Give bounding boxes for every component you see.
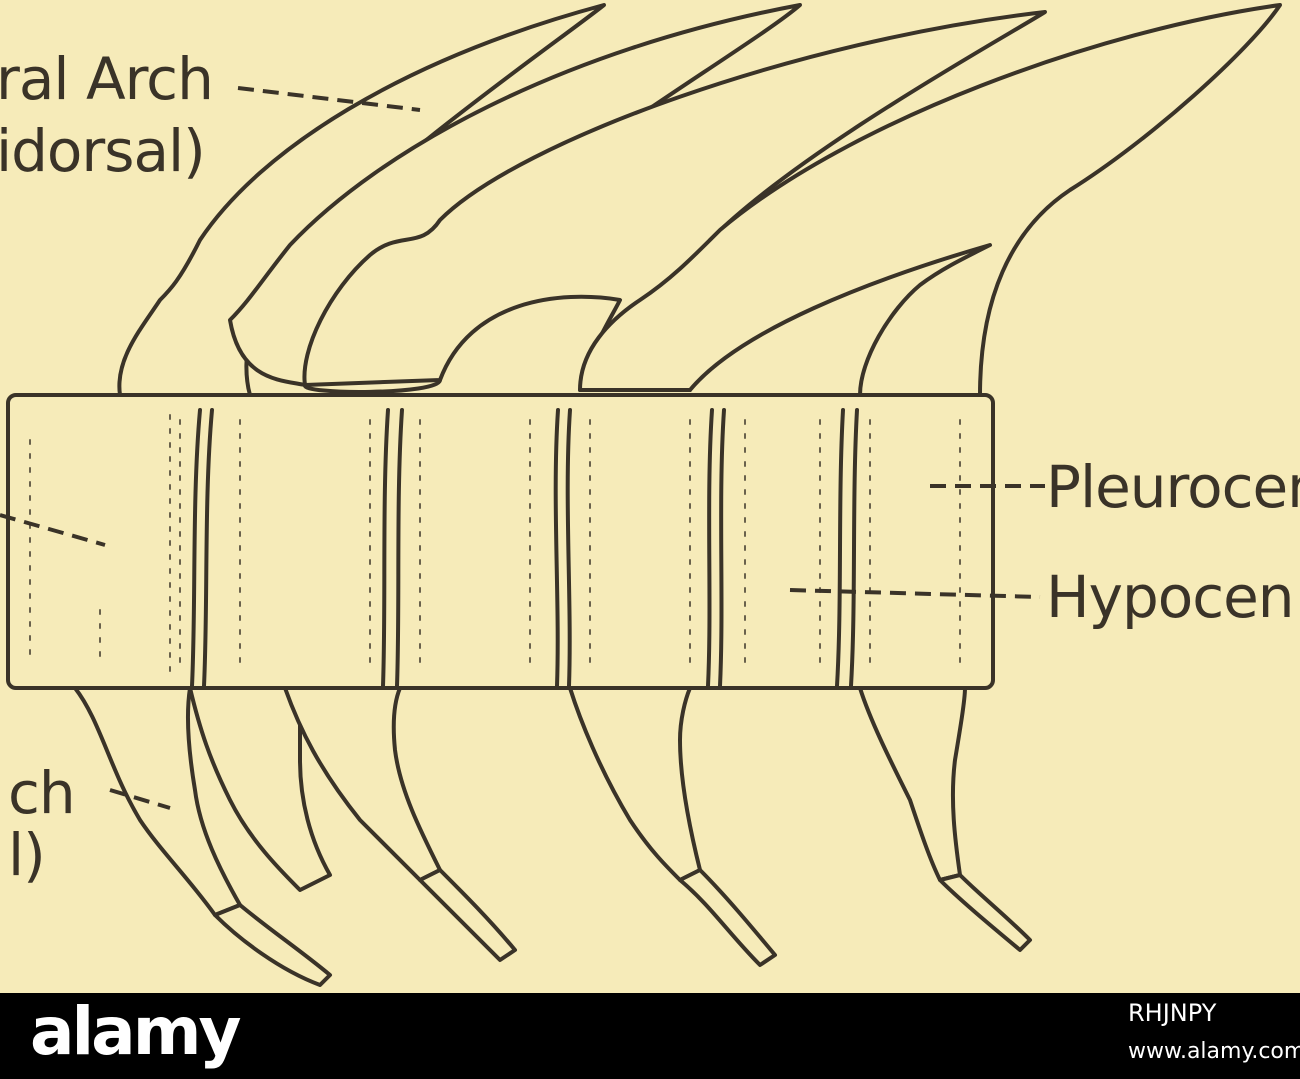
label-neural-arch-sub: idorsal) — [0, 117, 206, 185]
label-haemal-arch: ch — [8, 759, 76, 827]
label-haemal-arch-sub: l) — [8, 821, 46, 889]
alamy-logo: alamy — [30, 993, 241, 1070]
leader-hypocentrum — [789, 588, 1041, 599]
label-hypocentrum: Hypocen — [1046, 563, 1295, 631]
label-pleurocentrum: Pleurocen — [1046, 453, 1300, 521]
stock-footer: alamy RHJNPY www.alamy.com — [0, 993, 1300, 1079]
leader-haemal-arch — [109, 788, 171, 810]
vertebral-column-illustration — [0, 3, 1282, 987]
haemal-arch-4-tip — [678, 868, 777, 967]
neural-arch-3 — [302, 10, 1047, 392]
haemal-arch-3-tip — [418, 868, 517, 962]
neural-arch-4 — [578, 3, 1282, 397]
website-url: www.alamy.com — [1128, 1039, 1300, 1064]
haemal-arch-2 — [188, 686, 332, 892]
segment-dividers — [190, 408, 859, 688]
haemal-arch-4 — [568, 686, 702, 882]
leader-left-centrum — [0, 513, 106, 547]
centrum-row — [6, 393, 995, 690]
leader-neural-arch — [237, 86, 421, 112]
haemal-arch-5 — [858, 686, 967, 882]
label-neural-arch: ral Arch — [0, 45, 214, 113]
centrum-hatching — [29, 414, 961, 676]
haemal-arch-1-tip — [213, 903, 332, 987]
image-code: RHJNPY — [1128, 999, 1217, 1027]
haemal-arch-5-tip — [938, 873, 1032, 952]
